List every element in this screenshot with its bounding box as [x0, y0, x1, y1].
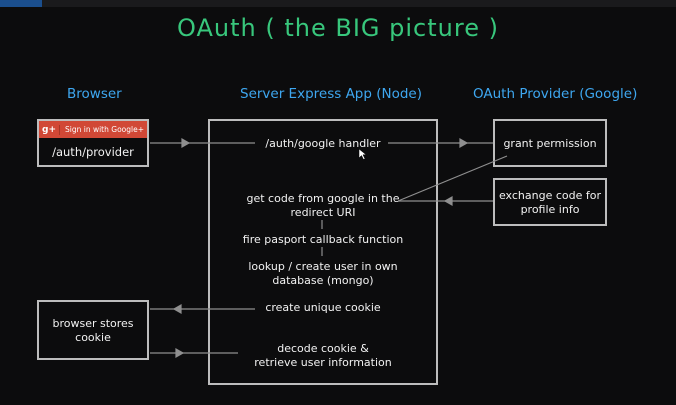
- browser-stores-line2: cookie: [75, 331, 111, 344]
- column-heading-browser: Browser: [67, 86, 122, 102]
- column-heading-server: Server Express App (Node): [240, 86, 422, 102]
- auth-provider-label: /auth/provider: [52, 145, 134, 159]
- arrowhead-handler-to-grant: [459, 137, 469, 149]
- grant-permission-box: [493, 119, 607, 167]
- google-signin-button[interactable]: g+ Sign in with Google+: [39, 121, 147, 138]
- browser-provider-box: [37, 119, 149, 167]
- diagram-title: OAuth ( the BIG picture ): [177, 14, 499, 42]
- arrowhead-browser-to-decode: [175, 347, 185, 359]
- server-create-cookie-label: create unique cookie: [265, 301, 381, 314]
- column-heading-provider: OAuth Provider (Google): [473, 86, 638, 102]
- window-top-bar: [0, 0, 676, 7]
- arrowhead-exchange-left: [443, 195, 453, 207]
- server-get-code-line1: get code from google in the: [246, 192, 400, 205]
- exchange-code-box: [493, 178, 607, 226]
- server-handler-label: /auth/google handler: [265, 137, 381, 150]
- arrowhead-cookie-to-browser: [172, 303, 182, 315]
- server-callback-label: fire pasport callback function: [242, 233, 404, 246]
- exchange-code-line1: exchange code for: [498, 189, 602, 202]
- grant-permission-label: grant permission: [503, 137, 597, 150]
- browser-cookie-box: [37, 300, 149, 360]
- exchange-code-line2: profile info: [520, 203, 580, 216]
- google-plus-icon: g+: [39, 124, 60, 135]
- server-get-code-line2: redirect URI: [290, 206, 356, 219]
- server-decode-line1: decode cookie &: [277, 342, 369, 355]
- window-tab-accent: [0, 0, 42, 7]
- server-lookup-line1: lookup / create user in own: [248, 260, 398, 273]
- mouse-cursor-icon: [358, 148, 367, 160]
- google-signin-label: Sign in with Google+: [65, 125, 144, 134]
- server-lookup-line2: database (mongo): [272, 274, 374, 287]
- browser-stores-line1: browser stores: [52, 317, 134, 330]
- arrowhead-browser-to-handler: [181, 137, 191, 149]
- server-decode-line2: retrieve user information: [254, 356, 392, 369]
- server-box: [208, 119, 438, 385]
- arrow-grant-to-get-code: [397, 155, 508, 202]
